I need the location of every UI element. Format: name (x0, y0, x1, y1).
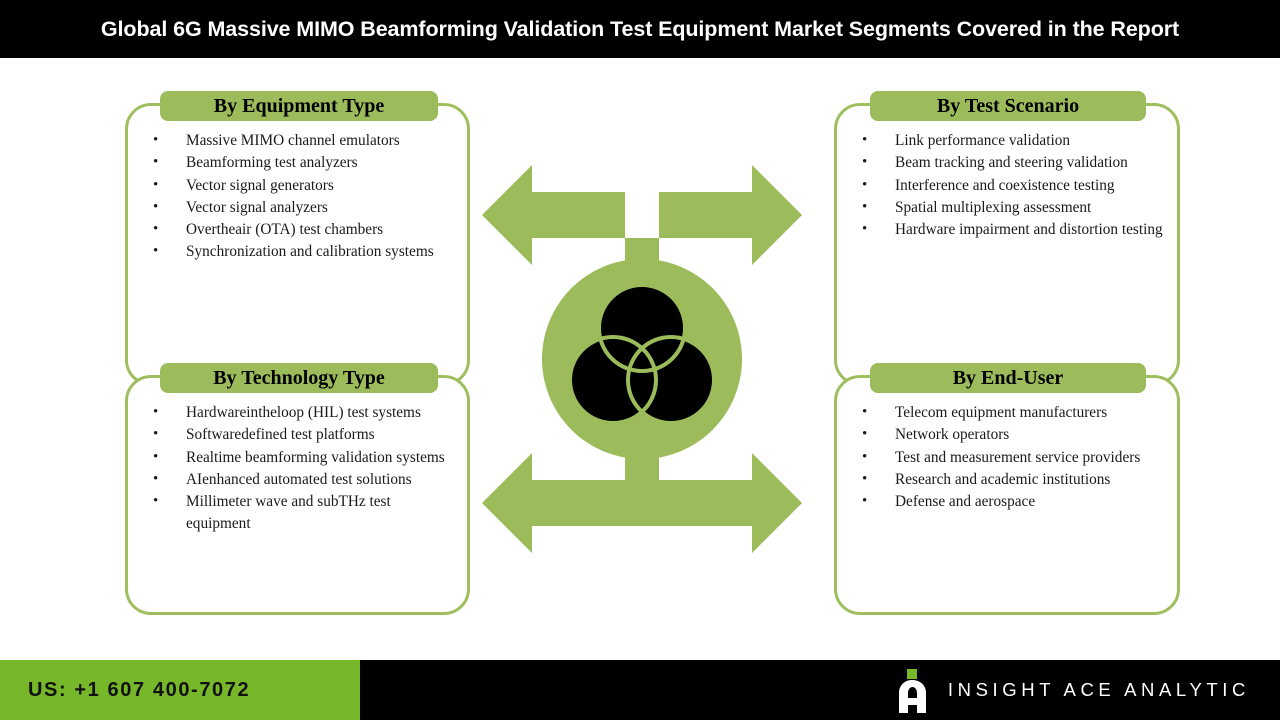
list-item: Research and academic institutions (837, 468, 1169, 491)
list-item: Overtheair (OTA) test chambers (128, 218, 459, 241)
segment-card-technology-type: By Technology Type Hardwareintheloop (HI… (125, 363, 470, 615)
list-item: Vector signal generators (128, 174, 459, 197)
card-header-technology-type: By Technology Type (160, 363, 438, 393)
card-header-test-scenario: By Test Scenario (870, 91, 1146, 121)
segment-list-test-scenario: Link performance validation Beam trackin… (837, 129, 1169, 241)
card-header-end-user: By End-User (870, 363, 1146, 393)
double-headed-arrow-top (482, 165, 802, 268)
segment-list-equipment-type: Massive MIMO channel emulators Beamformi… (128, 129, 459, 264)
brand-lockup: INSIGHT ACE ANALYTIC (896, 660, 1250, 720)
center-graphic (470, 103, 814, 615)
segment-card-test-scenario: By Test Scenario Link performance valida… (834, 91, 1180, 386)
card-header-label: By Technology Type (213, 366, 385, 389)
logo-square-dot-icon (906, 669, 917, 679)
segment-card-equipment-type: By Equipment Type Massive MIMO channel e… (125, 91, 470, 386)
card-header-equipment-type: By Equipment Type (160, 91, 438, 121)
list-item: Test and measurement service providers (837, 446, 1169, 469)
brand-name-label: INSIGHT ACE ANALYTIC (947, 679, 1250, 700)
segment-list-end-user: Telecom equipment manufacturers Network … (837, 401, 1169, 513)
list-item: Defense and aerospace (837, 490, 1169, 513)
list-item: Interference and coexistence testing (837, 174, 1169, 197)
infographic-canvas: By Equipment Type Massive MIMO channel e… (0, 58, 1280, 660)
list-item: Beam tracking and steering validation (837, 151, 1169, 174)
footer-phone-bar: US: +1 607 400-7072 (0, 660, 360, 720)
footer-phone-number: US: +1 607 400-7072 (28, 678, 251, 701)
list-item: Spatial multiplexing assessment (837, 196, 1169, 219)
card-header-label: By Equipment Type (213, 94, 385, 117)
list-item: Beamforming test analyzers (128, 151, 459, 174)
list-item: Hardware impairment and distortion testi… (837, 218, 1169, 241)
footer-bar: US: +1 607 400-7072 INSIGHT ACE ANALYTIC (0, 660, 1280, 720)
list-item: Hardwareintheloop (HIL) test systems (128, 401, 459, 424)
list-item: Millimeter wave and subTHz test equipmen… (128, 490, 459, 536)
list-item: Telecom equipment manufacturers (837, 401, 1169, 424)
double-headed-arrow-bottom (482, 403, 802, 553)
insight-ace-logo-icon (896, 668, 930, 713)
segment-card-end-user: By End-User Telecom equipment manufactur… (834, 363, 1180, 615)
card-header-label: By End-User (952, 366, 1064, 389)
list-item: Softwaredefined test platforms (128, 423, 459, 446)
logo-letter-a-icon (898, 680, 926, 713)
card-header-label: By Test Scenario (936, 94, 1080, 117)
list-item: Vector signal analyzers (128, 196, 459, 219)
list-item: Realtime beamforming validation systems (128, 446, 459, 469)
segment-list-technology-type: Hardwareintheloop (HIL) test systems Sof… (128, 401, 459, 536)
list-item: Link performance validation (837, 129, 1169, 152)
three-overlapping-circles-icon (568, 283, 716, 425)
list-item: Massive MIMO channel emulators (128, 129, 459, 152)
list-item: Synchronization and calibration systems (128, 240, 459, 263)
list-item: AIenhanced automated test solutions (128, 468, 459, 491)
list-item: Network operators (837, 423, 1169, 446)
title-bar: Global 6G Massive MIMO Beamforming Valid… (0, 0, 1280, 58)
page-title: Global 6G Massive MIMO Beamforming Valid… (100, 17, 1180, 41)
